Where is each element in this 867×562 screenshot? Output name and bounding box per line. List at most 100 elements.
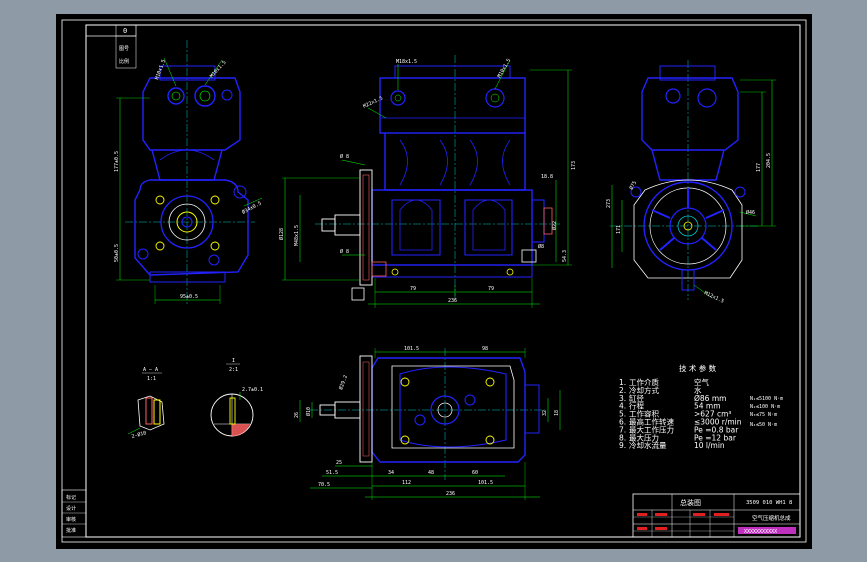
rear-dim-left-2: 171 — [616, 225, 622, 234]
spec-row-value: 10 l/min — [694, 441, 725, 450]
plan-dim-top-right: 98 — [482, 346, 488, 352]
tech-spec: 技 术 参 数 1.工作介质 空气 2.冷却方式 水 3.缸径 Ø86 mm 4.行程 54 … — [619, 363, 783, 450]
plan-dim-left-3: Ø10 — [305, 407, 312, 416]
spec-row-label: 最大工作压力 — [629, 424, 674, 434]
spec-row-label: 工作容积 — [629, 409, 659, 419]
corner-box-value: 0 — [123, 27, 127, 35]
inner-border — [85, 24, 801, 538]
side-dim-right-2: Ø22 — [551, 221, 558, 230]
side-dim-bottom-right: 79 — [488, 286, 494, 292]
left-revision-strip: 标记 设计 审核 批准 — [61, 489, 87, 538]
spec-row-number: 2. — [619, 386, 626, 395]
detail-view-a: A — A 1:1 2-Ø10 — [127, 367, 165, 440]
spec-row-number: 4. — [619, 402, 626, 411]
title-assembly: 总装图 — [680, 498, 701, 507]
plan-dim-b6: 60 — [472, 470, 478, 476]
spec-row-value: 空气 — [694, 377, 709, 387]
side-dim-left-bolt-1: Ø 8 — [340, 153, 349, 160]
side-dim-right-height: 173 — [571, 161, 577, 170]
spec-note-2: N₂≤100 N·m — [750, 404, 780, 410]
spec-row-number: 8. — [619, 433, 626, 442]
corner-box: 0 图号 比例 — [85, 24, 137, 69]
plan-dim-total: 236 — [446, 491, 455, 497]
strip-3: 审核 — [66, 516, 76, 523]
spec-row-value: >627 cm³ — [694, 410, 731, 419]
plan-dim-b7: 112 — [402, 480, 411, 486]
spec-row-label: 最高工作转速 — [629, 417, 674, 427]
plan-dim-right-2: 18 — [554, 410, 560, 416]
plan-dim-b4: 34 — [388, 470, 394, 476]
spec-row-number: 5. — [619, 410, 626, 419]
spec-row-label: 冷却方式 — [629, 385, 659, 395]
spec-row-number: 7. — [619, 425, 626, 434]
spec-row-number: 3. — [619, 394, 626, 403]
plan-dim-b5: 48 — [428, 470, 434, 476]
tech-spec-title: 技 术 参 数 — [679, 363, 717, 373]
title-block: 总装图 3509 010 WH1 8 空气压缩机总成 XXXXXXXXXXX — [632, 493, 801, 538]
spec-row-label: 行程 — [629, 401, 644, 411]
side-dim-vertical-1: Ø128 — [278, 228, 285, 240]
side-dim-vertical-2: M48x1.5 — [294, 225, 300, 246]
title-part-no: 3509 010 WH1 8 — [746, 500, 792, 506]
rear-dim-height-2: 204.5 — [766, 153, 772, 168]
front-dim-bottom: 95±0.5 — [180, 294, 198, 300]
stamp-line-2: 比例 — [119, 58, 129, 65]
spec-row-number: 1. — [619, 378, 626, 387]
detail-a-label: A — A — [143, 367, 158, 373]
plan-dim-right-1: 32 — [542, 410, 548, 416]
plan-dim-b3: 70.5 — [318, 482, 330, 488]
detail-a-dim: 2-Ø10 — [131, 429, 147, 440]
strip-4: 批准 — [66, 527, 76, 534]
title-name: 空气压缩机总成 — [752, 514, 791, 522]
plan-dim-b8: 101.5 — [478, 480, 493, 486]
tech-spec-rows: 1.工作介质 空气 2.冷却方式 水 3.缸径 Ø86 mm 4.行程 54 mm 5.工作容积… — [619, 377, 742, 450]
title-company: XXXXXXXXXXX — [744, 529, 777, 535]
plan-dim-b1: 25 — [336, 460, 342, 466]
plan-dim-left-2: Ø29.2 — [337, 374, 349, 391]
side-dim-right-small: Ø8 — [538, 243, 544, 250]
side-dim-bottom-left: 79 — [410, 286, 416, 292]
spec-note-4: N₄≤50 N·m — [750, 422, 777, 428]
detail-b-label: I — [232, 358, 235, 364]
rear-dim-left-3: Ø75 — [628, 180, 639, 191]
side-dim-right-1: 18.8 — [541, 174, 553, 180]
strip-2: 设计 — [66, 505, 76, 512]
spec-row-label: 冷却水流量 — [629, 440, 667, 450]
rear-dim-height: 177 — [756, 163, 762, 172]
spec-row-label: 缸径 — [629, 393, 644, 403]
strip-1: 标记 — [66, 494, 76, 501]
spec-row-number: 9. — [619, 441, 626, 450]
spec-row-value: Pe =12 bar — [694, 433, 737, 442]
side-dim-top-left: M18x1.5 — [396, 59, 417, 65]
side-dim-left-bolt-2: Ø 8 — [340, 248, 349, 255]
detail-view-b: I 2:1 2.7±0.1 — [210, 358, 263, 437]
rear-dim-left-1: 273 — [606, 199, 612, 208]
spec-row-number: 6. — [619, 418, 626, 427]
spec-row-label: 工作介质 — [629, 377, 659, 387]
spec-row-value: ≤3000 r/min — [694, 418, 742, 427]
spec-note-1: N₁≤5100 N·m — [750, 396, 783, 402]
plan-dim-b2: 51.5 — [326, 470, 338, 476]
spec-row-value: Ø86 mm — [694, 394, 726, 403]
stamp-line-1: 图号 — [119, 46, 129, 52]
plan-dim-left-1: 26 — [294, 412, 300, 418]
front-dim-left-height-2: 50±0.5 — [114, 244, 120, 262]
side-dim-bottom-total: 236 — [448, 298, 457, 304]
spec-row-value: Pe =0.8 bar — [694, 425, 739, 434]
spec-row-value: 水 — [694, 385, 702, 395]
spec-row-label: 最大压力 — [629, 432, 659, 442]
rear-view: 177 204.5 273 171 Ø75 Ø46 M12x1.5 — [606, 60, 776, 305]
side-dim-right-3: 54.3 — [562, 250, 568, 262]
plan-view: 101.5 98 26 Ø29.2 Ø10 32 18 25 51.5 70.5… — [294, 346, 561, 500]
spec-row-value: 54 mm — [694, 402, 721, 411]
spec-note-3: N₃≤75 N·m — [750, 412, 777, 418]
detail-b-dim: 2.7±0.1 — [242, 387, 263, 393]
detail-b-scale: 2:1 — [229, 367, 238, 373]
front-dim-left-height-1: 177±0.5 — [114, 151, 120, 172]
plan-dim-top-left: 101.5 — [404, 346, 419, 352]
detail-a-scale: 1:1 — [147, 376, 156, 382]
outer-border — [61, 19, 807, 543]
rear-dim-right: Ø46 — [746, 209, 755, 216]
